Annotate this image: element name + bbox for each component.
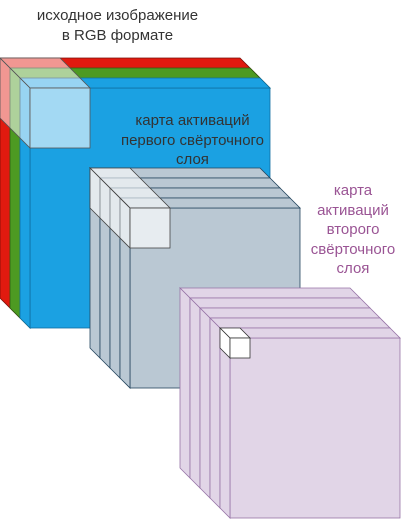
label-line: карта активаций bbox=[135, 112, 250, 129]
label-line: в RGB формате bbox=[61, 26, 174, 44]
label-line: слоя bbox=[176, 151, 209, 168]
conv2-map bbox=[199, 307, 381, 499]
conv2-unit bbox=[219, 327, 251, 359]
input-receptive-field bbox=[0, 57, 91, 149]
label-line: карта bbox=[333, 182, 373, 199]
input-image-label: исходное изображение в RGB формате bbox=[10, 6, 225, 45]
label-line: слоя bbox=[336, 260, 370, 277]
label-line: активаций bbox=[317, 201, 389, 219]
conv2-label: карта активаций второго свёрточного слоя bbox=[298, 181, 402, 279]
label-line: второго bbox=[326, 221, 380, 238]
label-line: первого свёрточного bbox=[120, 131, 265, 149]
conv2-stack bbox=[179, 287, 401, 519]
conv2-map bbox=[189, 297, 371, 489]
conv2-map bbox=[209, 317, 391, 509]
label-line: свёрточного bbox=[310, 240, 396, 258]
conv1-label: карта активаций первого свёрточного слоя bbox=[105, 111, 280, 170]
label-line: исходное изображение bbox=[36, 7, 199, 24]
conv2-map bbox=[219, 327, 401, 519]
conv1-receptive-field bbox=[89, 167, 171, 249]
